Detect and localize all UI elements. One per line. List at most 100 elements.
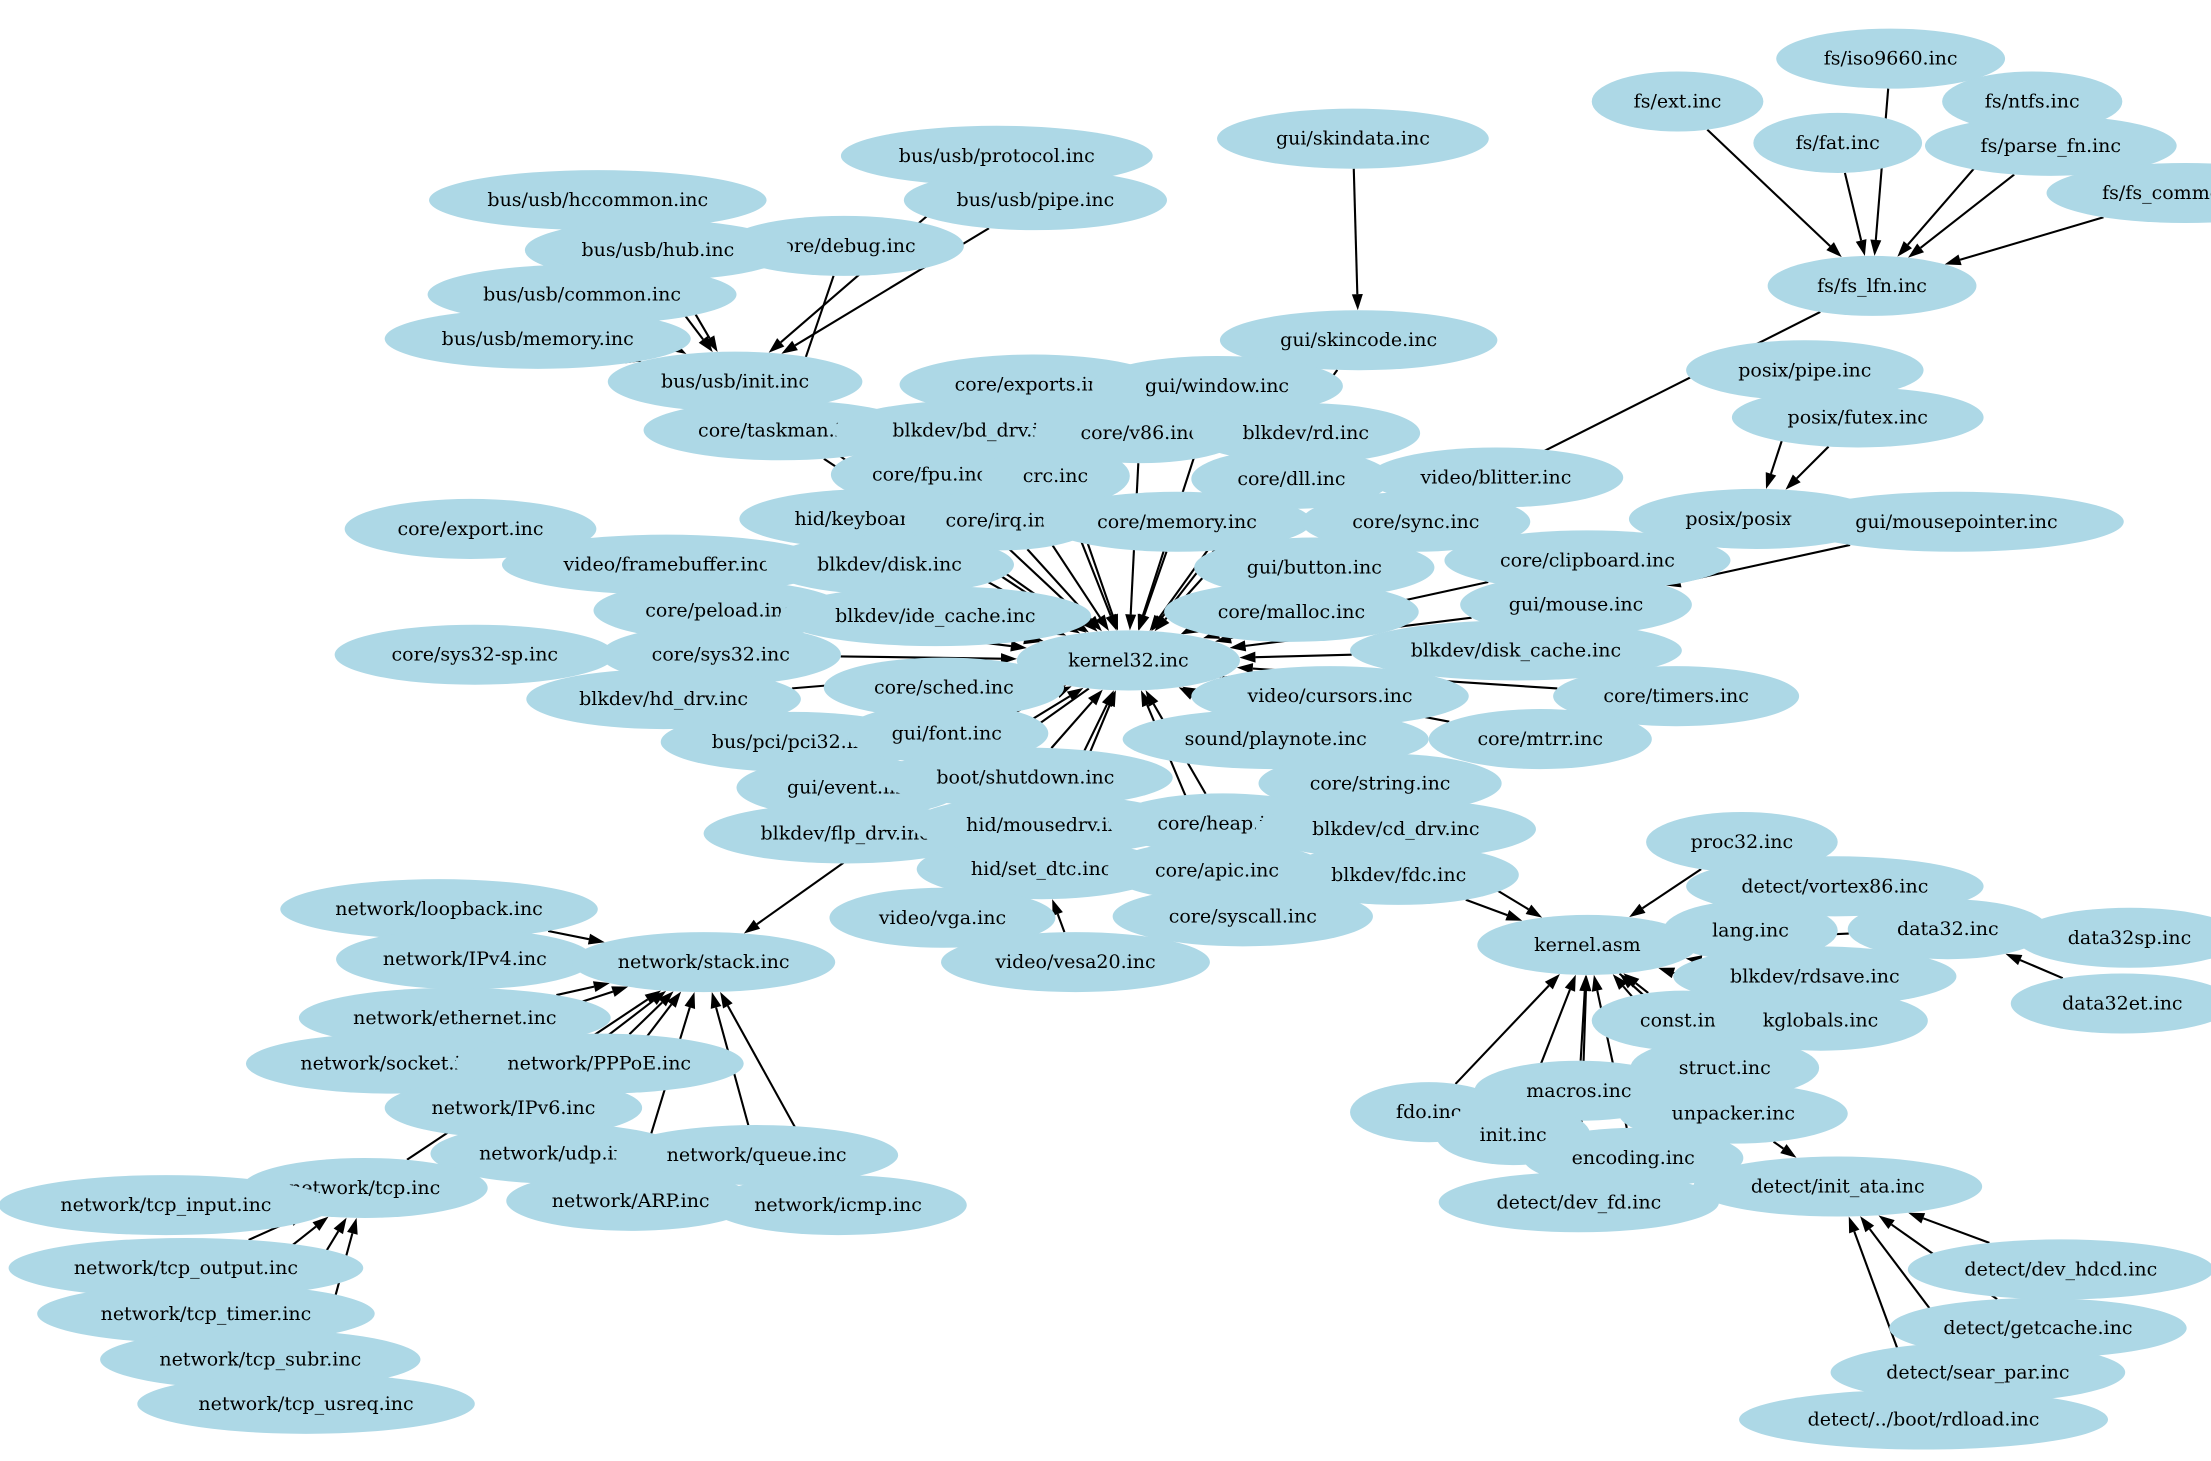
graph-node[interactable]: video/vesa20.inc: [941, 932, 1210, 993]
node-ellipse[interactable]: [593, 580, 846, 641]
graph-node[interactable]: bus/usb/protocol.inc: [840, 125, 1153, 186]
node-ellipse[interactable]: [709, 1175, 967, 1236]
graph-node[interactable]: network/tcp_timer.inc: [37, 1283, 375, 1344]
graph-node[interactable]: data32.inc: [1847, 899, 2048, 960]
graph-node[interactable]: gui/window.inc: [1091, 355, 1343, 417]
node-ellipse[interactable]: [1460, 574, 1692, 635]
graph-node[interactable]: fs/fs_common.inc: [2046, 162, 2211, 224]
graph-node[interactable]: hid/mousedrv.inc: [911, 794, 1186, 855]
graph-node[interactable]: bus/usb/memory.inc: [384, 308, 691, 369]
graph-node[interactable]: fs/fs_lfn.inc: [1767, 255, 1977, 316]
graph-node[interactable]: core/clipboard.inc: [1444, 530, 1731, 591]
graph-node[interactable]: core/timers.inc: [1553, 666, 1800, 727]
node-ellipse[interactable]: [899, 354, 1166, 415]
graph-node[interactable]: network/queue.inc: [614, 1125, 899, 1186]
graph-node[interactable]: video/vga.inc: [829, 887, 1056, 948]
node-ellipse[interactable]: [1731, 387, 1984, 448]
node-ellipse[interactable]: [903, 170, 1167, 231]
graph-node[interactable]: core/dll.inc: [1191, 448, 1392, 509]
graph-node[interactable]: gui/skincode.inc: [1219, 310, 1498, 371]
graph-node[interactable]: bus/usb/init.inc: [607, 351, 863, 412]
graph-node[interactable]: gui/skindata.inc: [1217, 108, 1489, 169]
graph-node[interactable]: core/sync.inc: [1301, 491, 1531, 552]
node-ellipse[interactable]: [765, 534, 1014, 595]
node-ellipse[interactable]: [1907, 1239, 2211, 1300]
node-ellipse[interactable]: [1646, 811, 1838, 873]
node-ellipse[interactable]: [823, 657, 1065, 718]
node-ellipse[interactable]: [1258, 753, 1502, 814]
node-ellipse[interactable]: [1217, 108, 1489, 169]
graph-node[interactable]: detect/dev_fd.inc: [1438, 1172, 1720, 1233]
node-ellipse[interactable]: [1924, 115, 2177, 176]
node-ellipse[interactable]: [1428, 709, 1652, 770]
graph-node[interactable]: core/string.inc: [1258, 753, 1502, 814]
node-ellipse[interactable]: [1444, 530, 1731, 591]
node-ellipse[interactable]: [1753, 112, 1923, 173]
node-ellipse[interactable]: [941, 932, 1210, 993]
graph-node[interactable]: network/tcp_usreq.inc: [137, 1373, 475, 1434]
node-ellipse[interactable]: [1191, 403, 1421, 464]
node-ellipse[interactable]: [1713, 990, 1928, 1051]
node-ellipse[interactable]: [1830, 1342, 2126, 1403]
graph-node[interactable]: fs/fat.inc: [1753, 112, 1923, 173]
graph-node[interactable]: core/sys32-sp.inc: [334, 624, 615, 685]
node-ellipse[interactable]: [878, 747, 1173, 808]
node-ellipse[interactable]: [298, 987, 611, 1048]
node-ellipse[interactable]: [779, 586, 1092, 647]
node-ellipse[interactable]: [1767, 255, 1977, 316]
graph-node[interactable]: proc32.inc: [1646, 811, 1838, 873]
graph-node[interactable]: core/apic.inc: [1106, 840, 1328, 901]
node-ellipse[interactable]: [1776, 28, 2006, 89]
graph-node[interactable]: core/taskman.inc: [643, 400, 919, 461]
node-ellipse[interactable]: [334, 624, 615, 685]
graph-node[interactable]: boot/shutdown.inc: [878, 747, 1173, 808]
graph-node[interactable]: core/mtrr.inc: [1428, 709, 1652, 770]
graph-node[interactable]: posix/pipe.inc: [1686, 340, 1924, 401]
node-ellipse[interactable]: [8, 1237, 364, 1299]
graph-node[interactable]: bus/usb/hccommon.inc: [429, 170, 767, 231]
node-ellipse[interactable]: [1673, 946, 1957, 1007]
node-ellipse[interactable]: [1739, 1389, 2109, 1450]
node-ellipse[interactable]: [280, 879, 598, 940]
graph-node[interactable]: core/peload.inc: [593, 580, 846, 641]
node-ellipse[interactable]: [37, 1283, 375, 1344]
node-ellipse[interactable]: [1591, 71, 1764, 132]
node-ellipse[interactable]: [1112, 886, 1373, 947]
node-ellipse[interactable]: [137, 1373, 475, 1434]
graph-node[interactable]: detect/dev_hdcd.inc: [1907, 1239, 2211, 1300]
graph-node[interactable]: kglobals.inc: [1713, 990, 1928, 1051]
node-ellipse[interactable]: [911, 794, 1186, 855]
graph-node[interactable]: core/malloc.inc: [1164, 581, 1419, 642]
node-ellipse[interactable]: [1553, 666, 1800, 727]
node-ellipse[interactable]: [336, 929, 594, 990]
node-ellipse[interactable]: [245, 1033, 538, 1094]
graph-node[interactable]: fs/iso9660.inc: [1776, 28, 2006, 89]
graph-node[interactable]: fs/parse_fn.inc: [1924, 115, 2177, 176]
node-ellipse[interactable]: [1847, 899, 2048, 960]
node-ellipse[interactable]: [1091, 355, 1343, 417]
node-ellipse[interactable]: [2046, 162, 2211, 224]
graph-node[interactable]: network/ethernet.inc: [298, 987, 611, 1048]
node-ellipse[interactable]: [1686, 340, 1924, 401]
node-ellipse[interactable]: [1122, 709, 1429, 770]
node-ellipse[interactable]: [2016, 907, 2211, 968]
graph-node[interactable]: gui/mousepointer.inc: [1789, 491, 2124, 552]
node-ellipse[interactable]: [2010, 973, 2211, 1034]
node-ellipse[interactable]: [572, 932, 836, 993]
graph-node[interactable]: core/exports.inc: [899, 354, 1166, 415]
graph-node[interactable]: network/stack.inc: [572, 932, 836, 993]
node-ellipse[interactable]: [1789, 491, 2124, 552]
graph-node[interactable]: blkdev/disk.inc: [765, 534, 1014, 595]
node-ellipse[interactable]: [723, 215, 964, 276]
graph-node[interactable]: network/tcp_input.inc: [0, 1175, 334, 1236]
graph-node[interactable]: network/icmp.inc: [709, 1175, 967, 1236]
graph-node[interactable]: lang.inc: [1663, 900, 1838, 961]
node-ellipse[interactable]: [506, 1170, 756, 1231]
graph-node[interactable]: core/memory.inc: [1042, 491, 1312, 552]
node-ellipse[interactable]: [1016, 630, 1240, 691]
node-ellipse[interactable]: [384, 308, 691, 369]
graph-node[interactable]: blkdev/cd_drv.inc: [1255, 799, 1536, 860]
graph-node[interactable]: core/sched.inc: [823, 657, 1065, 718]
graph-node[interactable]: detect/../boot/rdload.inc: [1739, 1389, 2109, 1450]
node-ellipse[interactable]: [1477, 914, 1698, 975]
